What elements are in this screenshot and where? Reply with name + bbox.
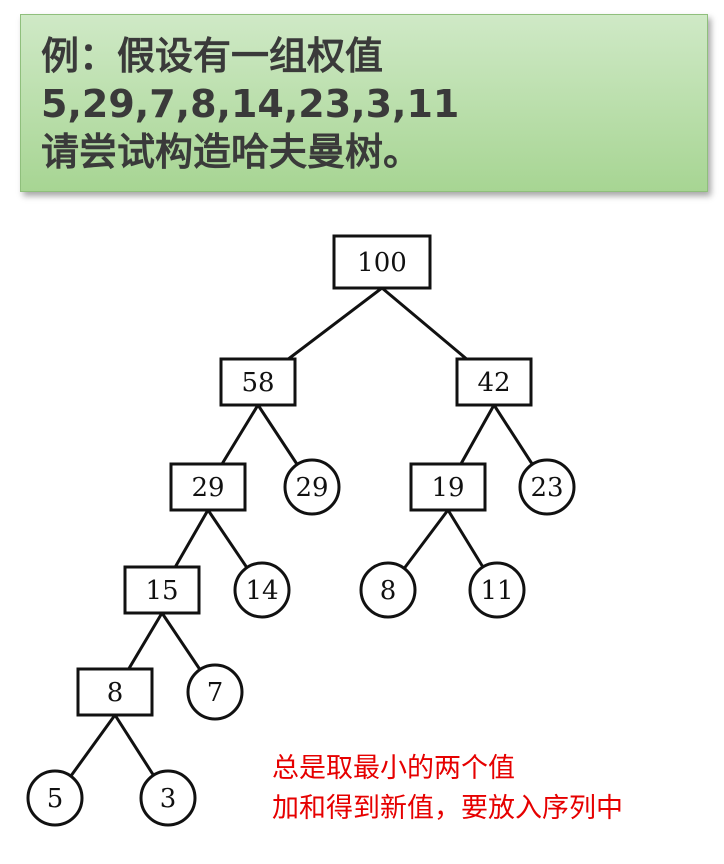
leaf-node-circle	[518, 458, 576, 516]
node-value: 42	[477, 368, 510, 398]
leaf-node: 8	[359, 561, 417, 619]
problem-statement-box: 例：假设有一组权值 5,29,7,8,14,23,3,11 请尝试构造哈夫曼树。	[20, 14, 708, 192]
internal-node: 15	[123, 565, 201, 615]
leaf-node-circle	[139, 769, 197, 827]
node-value: 15	[145, 576, 178, 606]
internal-node-box	[455, 357, 533, 407]
internal-node: 8	[76, 667, 154, 717]
leaf-node-circle	[468, 561, 526, 619]
leaf-node: 23	[518, 458, 576, 516]
internal-node: 58	[219, 357, 297, 407]
node-value: 23	[530, 473, 563, 503]
node-value: 7	[207, 678, 224, 708]
tree-nodes: 100 58 42 29 29 19 23 15 14 8 11 8 7 5 3	[26, 234, 576, 827]
node-value: 19	[431, 473, 464, 503]
internal-node: 19	[409, 462, 487, 512]
node-value: 100	[357, 248, 407, 278]
leaf-node: 5	[26, 769, 84, 827]
note-line-2: 加和得到新值，要放入序列中	[272, 793, 623, 824]
internal-node: 29	[169, 462, 247, 512]
leaf-node: 7	[186, 663, 244, 721]
leaf-node: 3	[139, 769, 197, 827]
node-value: 14	[245, 576, 278, 606]
internal-node-box	[409, 462, 487, 512]
node-value: 11	[480, 576, 513, 606]
node-value: 8	[107, 678, 124, 708]
leaf-node-circle	[233, 561, 291, 619]
internal-node-box	[219, 357, 297, 407]
leaf-node-circle	[359, 561, 417, 619]
node-value: 58	[241, 368, 274, 398]
internal-node: 42	[455, 357, 533, 407]
leaf-node-circle	[283, 458, 341, 516]
internal-node-box	[76, 667, 154, 717]
problem-instruction: 请尝试构造哈夫曼树。	[41, 130, 422, 174]
weight-list: 5,29,7,8,14,23,3,11	[41, 82, 460, 126]
node-value: 5	[47, 784, 64, 814]
leaf-node: 14	[233, 561, 291, 619]
leaf-node: 11	[468, 561, 526, 619]
note-line-1: 总是取最小的两个值	[272, 753, 515, 784]
node-value: 3	[160, 784, 177, 814]
internal-node-box	[169, 462, 247, 512]
leaf-node: 29	[283, 458, 341, 516]
internal-node-box	[123, 565, 201, 615]
node-value: 29	[191, 473, 224, 503]
node-value: 8	[380, 576, 397, 606]
leaf-node-circle	[26, 769, 84, 827]
node-value: 29	[295, 473, 328, 503]
internal-node-box	[332, 234, 432, 290]
internal-node: 100	[332, 234, 432, 290]
leaf-node-circle	[186, 663, 244, 721]
problem-title: 例：假设有一组权值	[41, 34, 384, 78]
